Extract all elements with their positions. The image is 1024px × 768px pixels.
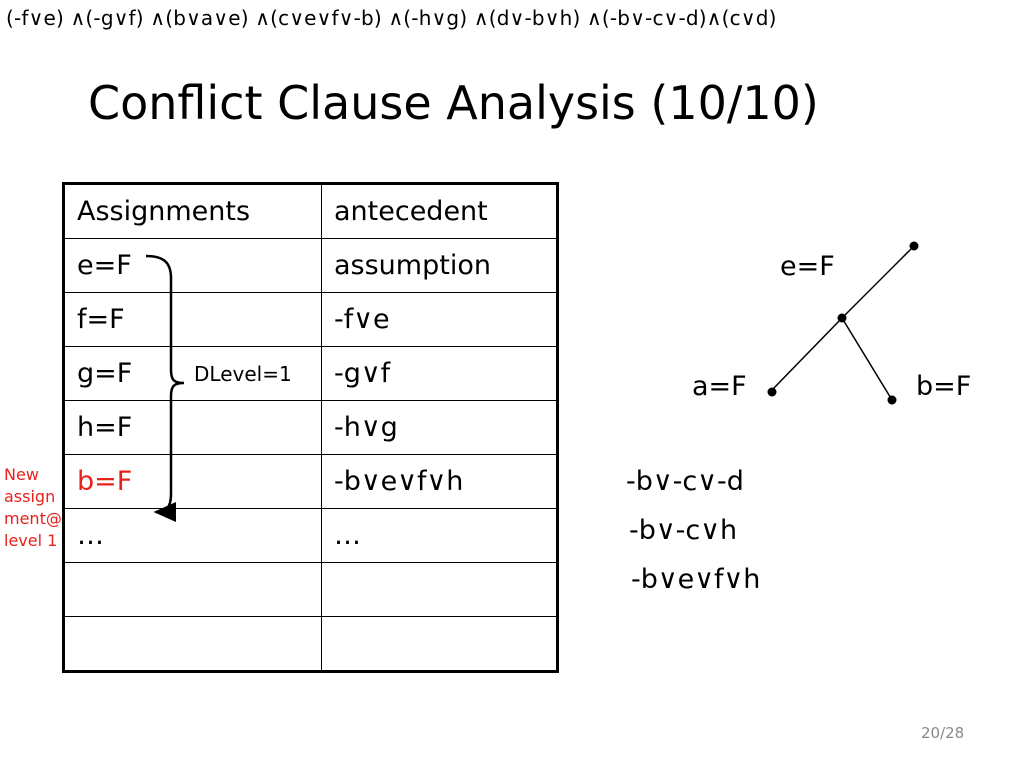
table-header-row: Assignments antecedent (63, 183, 558, 239)
tree-label-left: a=F (692, 371, 747, 402)
assignment-cell: h=F (63, 400, 322, 455)
antecedent-cell: -b∨e∨f∨h (321, 454, 558, 509)
table-row: b=F -b∨e∨f∨h (63, 454, 558, 509)
tree-label-right: b=F (916, 371, 972, 402)
new-assignment-note: New assign ment@ level 1 (4, 465, 62, 550)
antecedent-cell (321, 616, 558, 672)
slide-title: Conflict Clause Analysis (10/10) (88, 76, 819, 130)
antecedent-cell: -h∨g (321, 400, 558, 455)
tree-edge-left (771, 317, 843, 391)
tree-node-dot (837, 313, 847, 323)
learned-clause: -b∨-c∨-d (626, 466, 744, 497)
antecedent-cell: … (321, 508, 558, 563)
tree-node-dot (887, 395, 897, 405)
table-row (63, 616, 558, 672)
table-row (63, 562, 558, 617)
table-row: g=F -g∨f (63, 346, 558, 401)
header-antecedent: antecedent (321, 183, 558, 239)
learned-clause: -b∨e∨f∨h (631, 564, 761, 595)
cnf-formula: (-f∨e) ∧(-g∨f) ∧(b∨a∨e) ∧(c∨e∨f∨-b) ∧(-h… (6, 6, 777, 30)
table-row: … … (63, 508, 558, 563)
assignment-cell-new: b=F (63, 454, 322, 509)
tree-edge-right (841, 317, 893, 401)
learned-clause: -b∨-c∨h (629, 515, 738, 546)
tree-edge-root (841, 245, 915, 319)
tree-node-dot (909, 241, 919, 251)
page-number: 20/28 (921, 724, 965, 742)
header-assignments: Assignments (63, 183, 322, 239)
assignment-table: Assignments antecedent e=F assumption f=… (62, 182, 559, 673)
tree-label-root: e=F (780, 251, 835, 282)
tree-node-dot (767, 387, 777, 397)
table-row: h=F -h∨g (63, 400, 558, 455)
assignment-cell: f=F (63, 292, 322, 347)
decision-level-brace (145, 254, 185, 522)
decision-level-label: DLevel=1 (194, 362, 292, 386)
